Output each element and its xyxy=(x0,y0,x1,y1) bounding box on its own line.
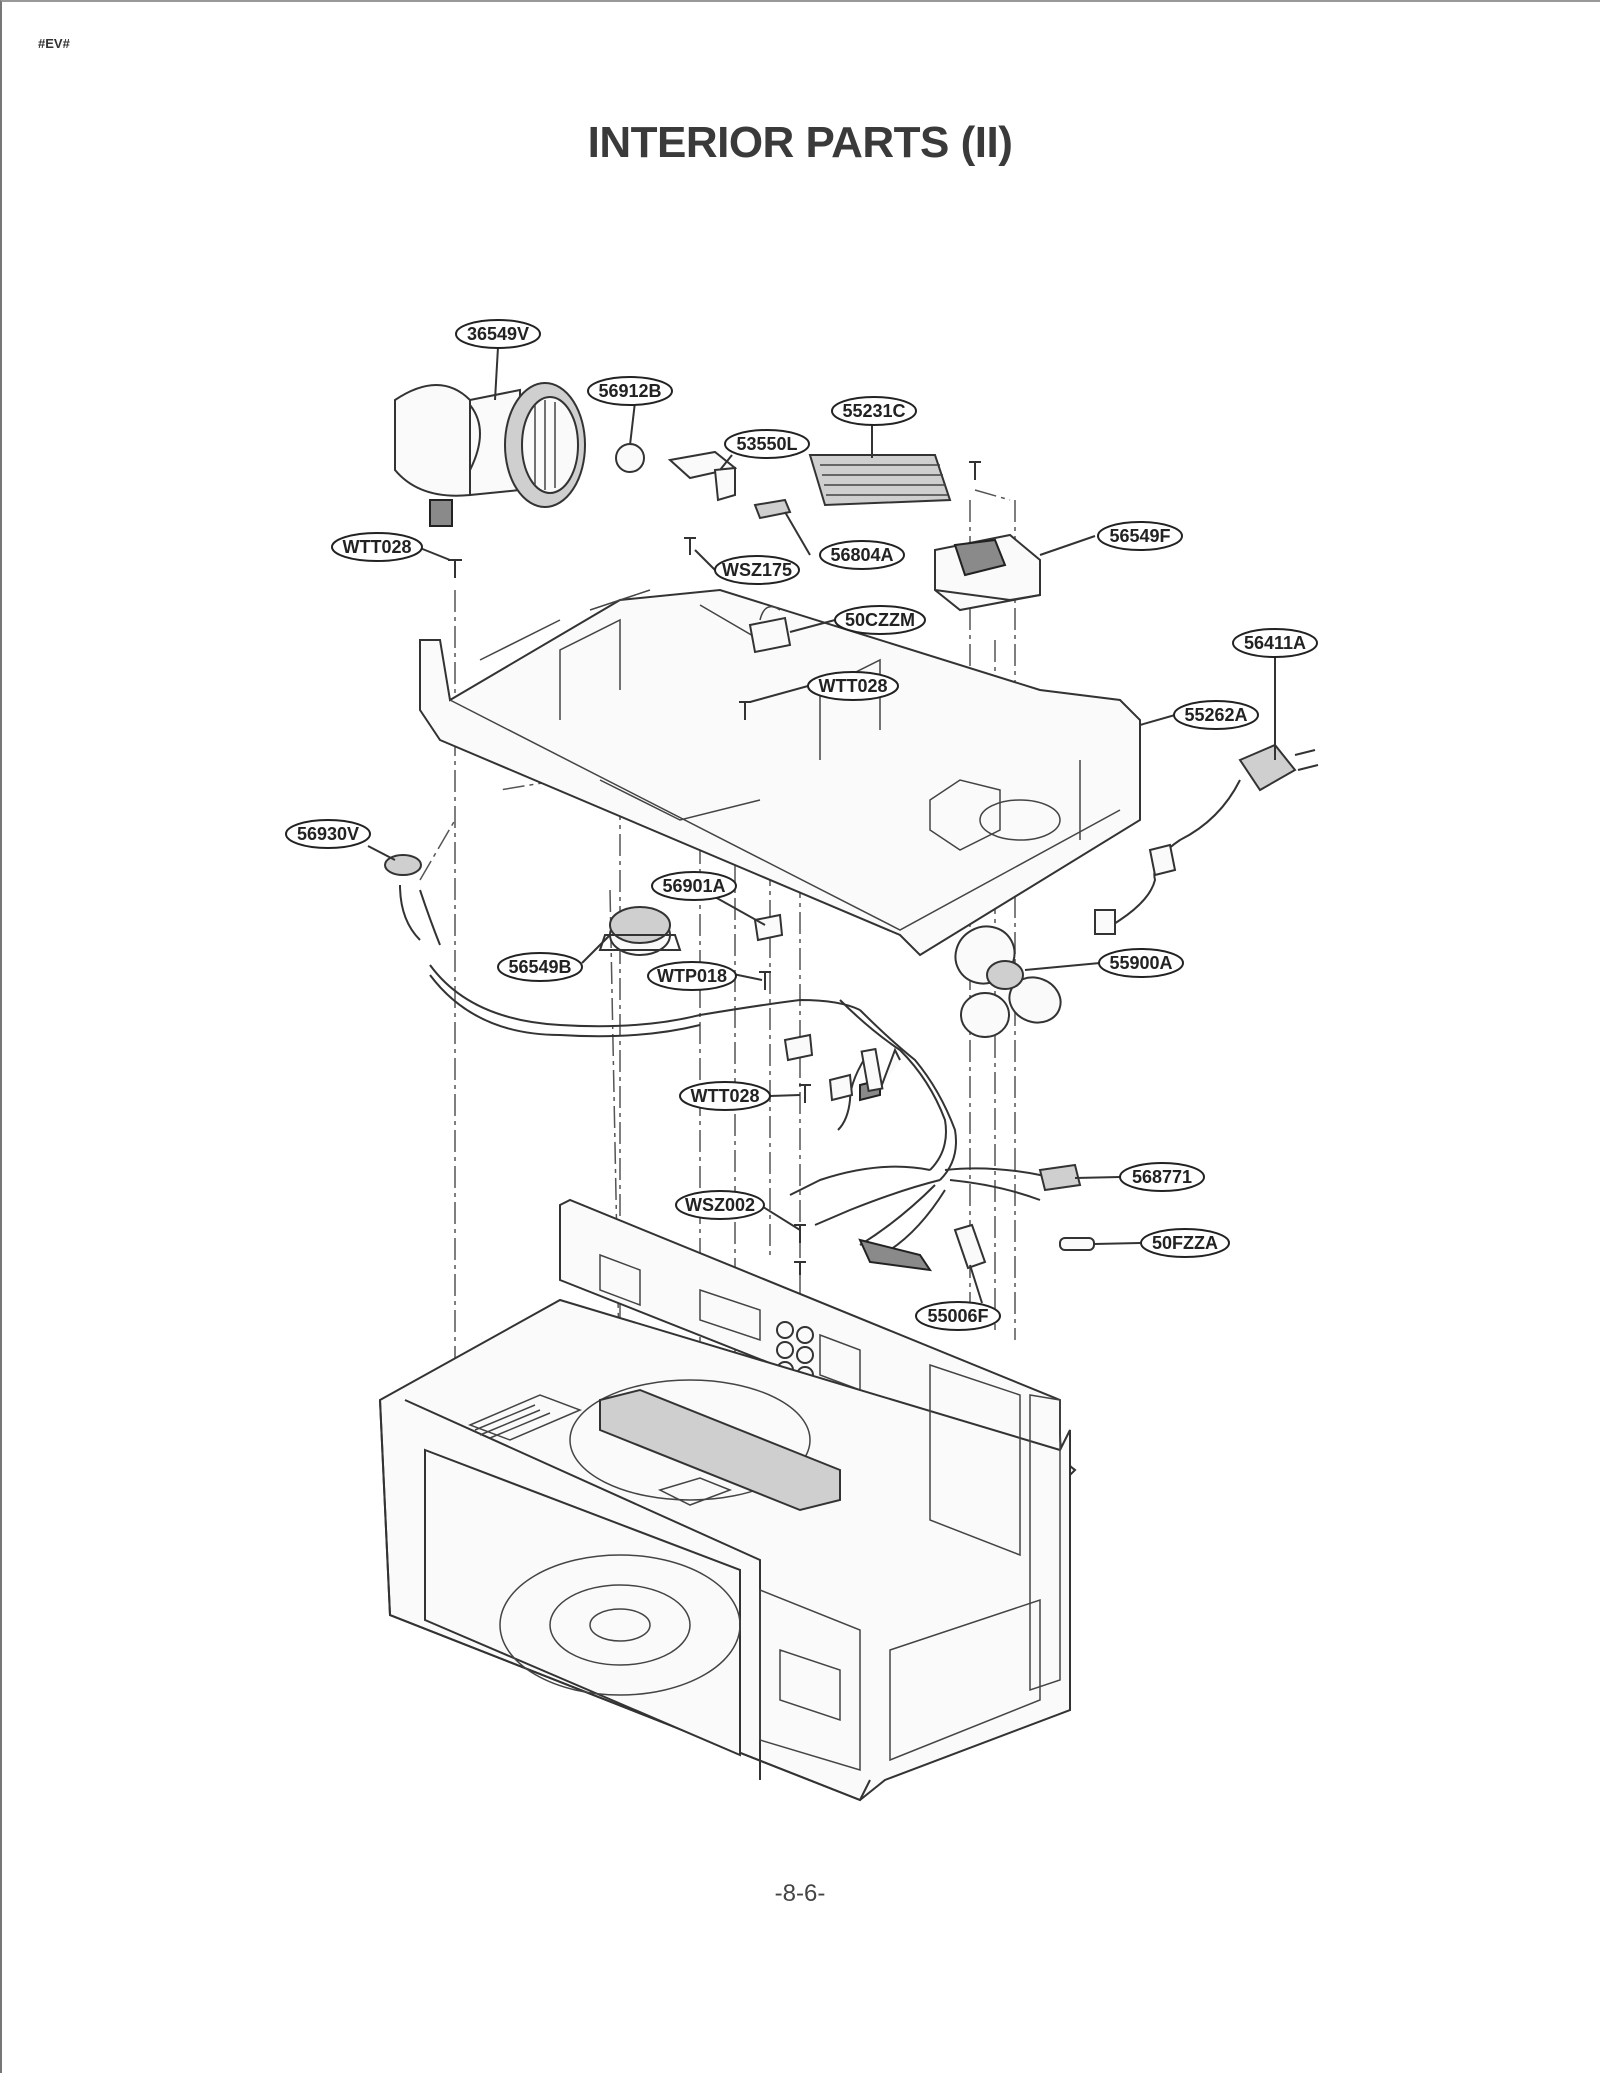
callout-WSZ002: WSZ002 xyxy=(675,1190,765,1220)
wire-harness-part xyxy=(429,964,1082,1272)
callout-568771: 568771 xyxy=(1119,1162,1205,1192)
callout-label: 56549F xyxy=(1109,526,1170,546)
callout-56912B: 56912B xyxy=(587,376,673,406)
callout-56549F: 56549F xyxy=(1097,521,1183,551)
fuse-part xyxy=(1059,1237,1095,1251)
callout-label: 55231C xyxy=(842,401,905,421)
callout-label: WTT028 xyxy=(818,676,887,696)
lamp-socket-part xyxy=(615,443,792,520)
callout-label: WTT028 xyxy=(690,1086,759,1106)
callout-WSZ175: WSZ175 xyxy=(714,555,800,585)
leader-lines xyxy=(367,346,1276,1304)
callout-WTT028-c: WTT028 xyxy=(679,1081,771,1111)
callout-WTT028-a: WTT028 xyxy=(331,532,423,562)
callout-50FZZA: 50FZZA xyxy=(1140,1228,1230,1258)
callout-label: 56549B xyxy=(508,957,571,977)
callout-label: 55900A xyxy=(1109,953,1172,973)
callout-56901A: 56901A xyxy=(651,871,737,901)
callout-56930V: 56930V xyxy=(285,819,371,849)
callout-55231C: 55231C xyxy=(831,396,917,426)
screws xyxy=(448,461,981,1275)
callout-label: 50FZZA xyxy=(1152,1233,1218,1253)
callout-label: 55262A xyxy=(1184,705,1247,725)
callout-56411A: 56411A xyxy=(1232,628,1318,658)
callout-label: 53550L xyxy=(736,434,797,454)
callout-55006F: 55006F xyxy=(915,1301,1001,1331)
callout-label: 56930V xyxy=(297,824,359,844)
callout-56549B: 56549B xyxy=(497,952,583,982)
thermostat-part xyxy=(384,854,441,946)
turntable-motor-part xyxy=(598,906,682,956)
callout-53550L: 53550L xyxy=(724,429,810,459)
fan-motor-part xyxy=(934,533,1041,612)
callout-WTT028-b: WTT028 xyxy=(807,671,899,701)
callout-label: WTT028 xyxy=(342,537,411,557)
page-title: INTERIOR PARTS (II) xyxy=(587,118,1013,167)
callout-label: 50CZZM xyxy=(845,610,915,630)
charcoal-filter-part xyxy=(808,454,952,507)
callout-label: WSZ175 xyxy=(722,560,792,580)
fuse-holder-part xyxy=(953,1223,987,1270)
header-tag: #EV# xyxy=(38,36,70,51)
noise-filter-part xyxy=(748,605,792,654)
page-number: -8-6- xyxy=(774,1880,826,1907)
blower-motor-part xyxy=(394,382,586,527)
callout-36549V: 36549V xyxy=(455,319,541,349)
callout-WTP018: WTP018 xyxy=(647,961,737,991)
callout-label: 56411A xyxy=(1244,633,1306,653)
oven-cavity-part xyxy=(378,1198,1077,1802)
callout-55900A: 55900A xyxy=(1098,948,1184,978)
callout-label: 56912B xyxy=(598,381,661,401)
callout-label: 56804A xyxy=(830,545,893,565)
callout-label: 56901A xyxy=(662,876,725,896)
fan-blade-part xyxy=(954,925,1062,1038)
power-cord-part xyxy=(1094,743,1319,935)
callout-label: 568771 xyxy=(1132,1167,1192,1187)
callout-label: WTP018 xyxy=(657,966,727,986)
interlock-switch-part xyxy=(753,913,784,942)
callout-label: 36549V xyxy=(467,324,529,344)
callout-56804A: 56804A xyxy=(819,540,905,570)
callout-50CZZM: 50CZZM xyxy=(834,605,926,635)
callout-label: 55006F xyxy=(927,1306,988,1326)
callout-55262A: 55262A xyxy=(1173,700,1259,730)
callout-label: WSZ002 xyxy=(685,1195,755,1215)
